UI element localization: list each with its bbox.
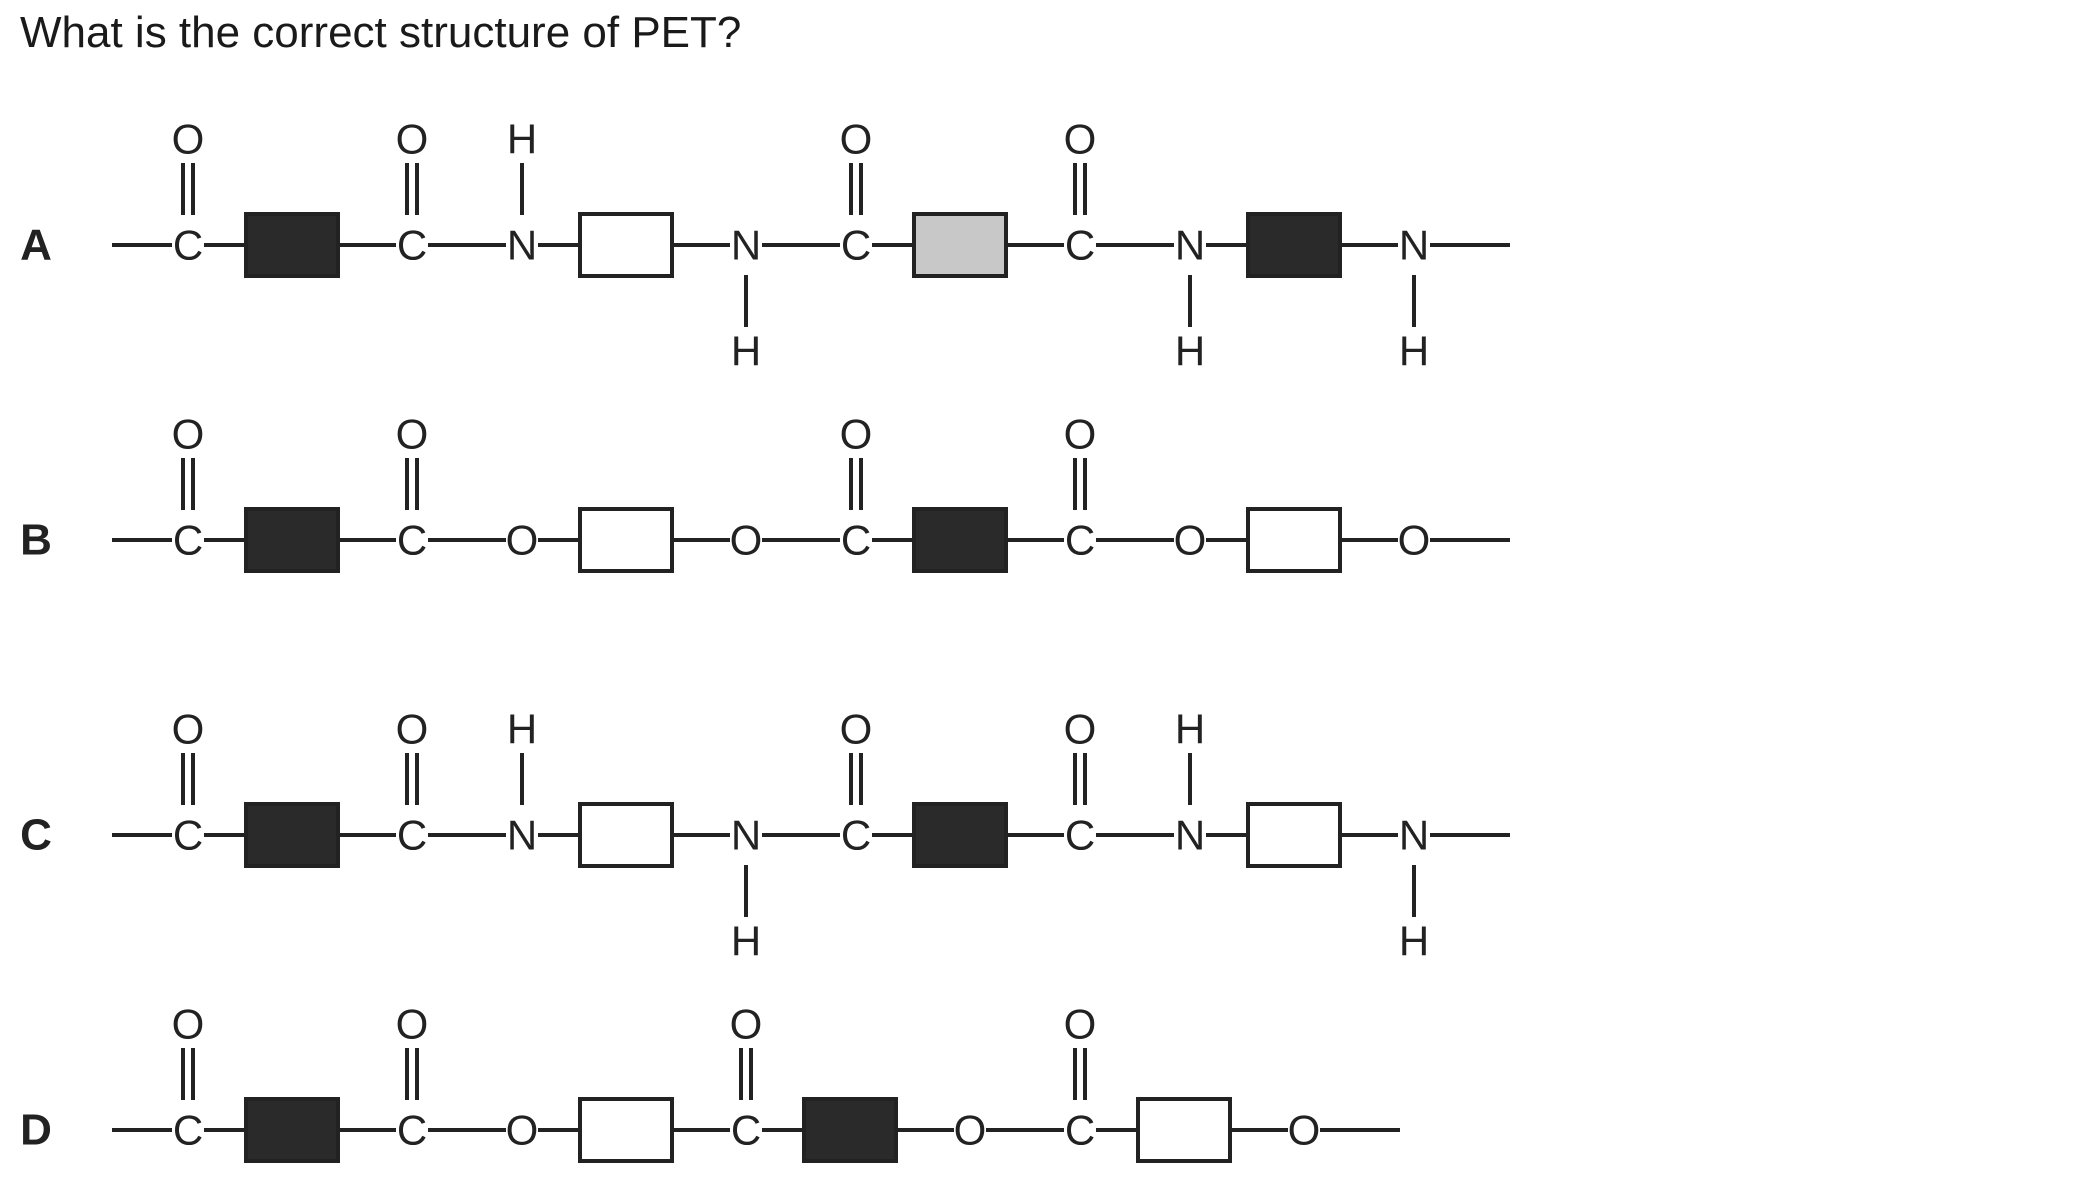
atom-o: O (396, 411, 429, 458)
atom-n: N (1175, 812, 1205, 859)
atom-o: O (172, 1001, 205, 1048)
atom-c: C (397, 1107, 427, 1154)
atom-o: O (396, 1001, 429, 1048)
grey-block (912, 212, 1008, 278)
open-block (1136, 1097, 1232, 1163)
atom-c: C (731, 1107, 761, 1154)
atom-o: O (1064, 116, 1097, 163)
atom-o: O (1288, 1107, 1321, 1154)
filled-block (244, 802, 340, 868)
atom-o: O (730, 517, 763, 564)
atom-h: H (1399, 918, 1429, 965)
filled-block (802, 1097, 898, 1163)
atom-n: N (507, 222, 537, 269)
filled-block (244, 212, 340, 278)
option-label: D (20, 1106, 52, 1155)
option-c-structure: C C O C O N H N H C O C O N H N H (20, 706, 1510, 965)
atom-n: N (731, 812, 761, 859)
atom-o: O (506, 517, 539, 564)
atom-c: C (173, 517, 203, 564)
atom-n: N (507, 812, 537, 859)
option-label: C (20, 811, 52, 860)
open-block (1246, 507, 1342, 573)
atom-c: C (173, 222, 203, 269)
atom-h: H (731, 918, 761, 965)
atom-o: O (172, 411, 205, 458)
open-block (1246, 802, 1342, 868)
atom-c: C (1065, 1107, 1095, 1154)
atom-o: O (730, 1001, 763, 1048)
atom-c: C (841, 517, 871, 564)
atom-h: H (1175, 706, 1205, 753)
atom-c: C (841, 812, 871, 859)
atom-n: N (1399, 222, 1429, 269)
atom-h: H (1175, 328, 1205, 375)
atom-o: O (1064, 1001, 1097, 1048)
atom-h: H (1399, 328, 1429, 375)
filled-block (244, 507, 340, 573)
atom-n: N (731, 222, 761, 269)
open-block (578, 212, 674, 278)
atom-c: C (1065, 222, 1095, 269)
open-block (578, 507, 674, 573)
atom-c: C (841, 222, 871, 269)
atom-c: C (397, 222, 427, 269)
filled-block (912, 507, 1008, 573)
filled-block (244, 1097, 340, 1163)
atom-n: N (1175, 222, 1205, 269)
option-label: A (20, 221, 52, 270)
atom-c: C (397, 812, 427, 859)
atom-h: H (731, 328, 761, 375)
option-a-structure: A C O C O N H N H C O C O N H N H (20, 116, 1510, 375)
atom-c: C (1065, 517, 1095, 564)
atom-o: O (954, 1107, 987, 1154)
atom-o: O (506, 1107, 539, 1154)
atom-o: O (1174, 517, 1207, 564)
atom-o: O (840, 411, 873, 458)
atom-c: C (397, 517, 427, 564)
atom-h: H (507, 706, 537, 753)
open-block (578, 802, 674, 868)
atom-o: O (172, 116, 205, 163)
atom-o: O (1064, 411, 1097, 458)
atom-o: O (840, 116, 873, 163)
option-b-structure: B C O C O O O C O C O O O (20, 411, 1510, 573)
atom-n: N (1399, 812, 1429, 859)
atom-o: O (396, 116, 429, 163)
atom-o: O (396, 706, 429, 753)
open-block (578, 1097, 674, 1163)
question-text: What is the correct structure of PET? (20, 8, 742, 57)
atom-o: O (840, 706, 873, 753)
atom-o: O (172, 706, 205, 753)
filled-block (1246, 212, 1342, 278)
atom-c: C (173, 812, 203, 859)
option-label: B (20, 516, 52, 565)
filled-block (912, 802, 1008, 868)
atom-h: H (507, 116, 537, 163)
option-d-structure: D C O C O O C O O C O O (20, 1001, 1400, 1163)
atom-o: O (1398, 517, 1431, 564)
atom-o: O (1064, 706, 1097, 753)
atom-c: C (173, 1107, 203, 1154)
atom-c: C (1065, 812, 1095, 859)
